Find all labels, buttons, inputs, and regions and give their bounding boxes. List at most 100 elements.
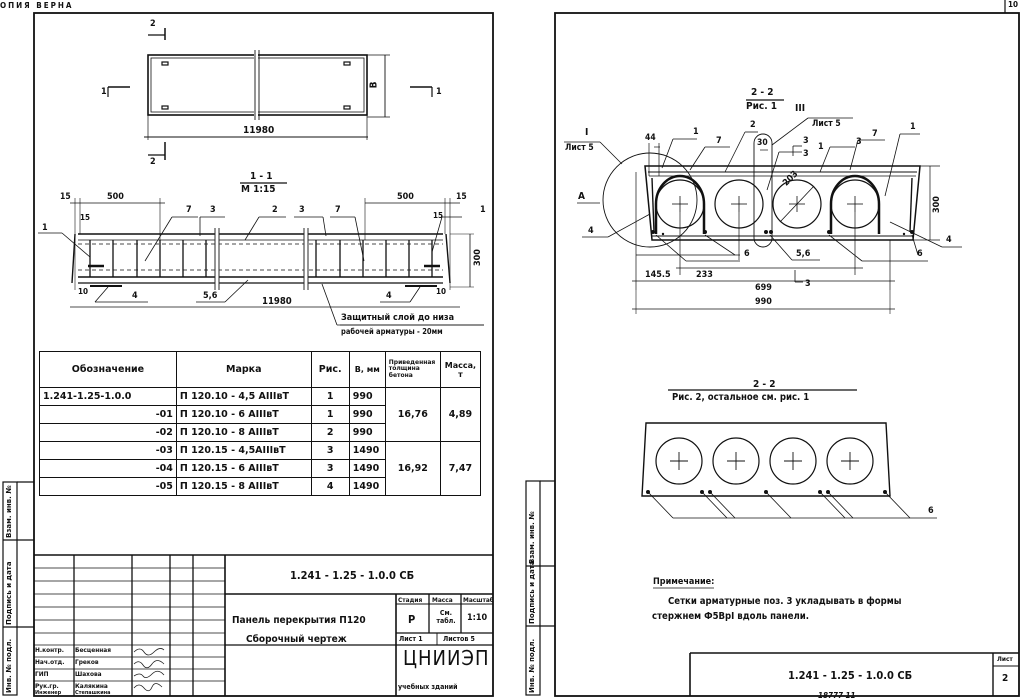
org-subtitle: учебных зданий [398, 683, 458, 691]
staff-role: Инженер [35, 690, 62, 696]
plan-section-mark-bottom: 2 [150, 157, 156, 167]
fig1-title: 2 - 2 [751, 87, 774, 98]
dim-145-5: 145.5 [645, 270, 671, 280]
header-designation: Обозначение [39, 351, 177, 388]
header-b: В, мм [348, 351, 386, 388]
header-mass: Масса, т [439, 351, 482, 388]
fig2-pos-6: 6 [928, 506, 934, 516]
pos-3-right: 3 [299, 205, 305, 215]
left-doc-code: 1.241 - 1.25 - 1.0.0 СБ [290, 569, 415, 582]
sheets-label: Листов 5 [443, 635, 475, 643]
staff-name: Греков [75, 658, 99, 666]
header-fig: Рис. [310, 351, 350, 388]
row-mark: П 120.10 - 4,5 АIIIвТ [175, 387, 312, 406]
side-label-signature-date: Подпись и дата [5, 561, 13, 625]
staff-name: Шахова [75, 670, 102, 678]
dim-10-right: 10 [436, 287, 447, 296]
plan-section-mark-left: 1 [101, 87, 107, 97]
dim-30: 30 [757, 138, 768, 148]
table-row: -05 П 120.15 - 8 АIIIвТ 4 1490 [39, 477, 481, 496]
group-mass: 7,47 [439, 441, 482, 496]
row-b: 990 [348, 387, 386, 406]
right-side-label-inv-orig: Инв. № подл. [528, 638, 536, 693]
copy-stamp: ОПИЯ ВЕРНА [0, 1, 74, 10]
fig2-section [641, 422, 937, 519]
fig1-pos-7a: 7 [716, 136, 722, 146]
pos-4-right: 4 [386, 291, 392, 301]
row-designation: -05 [39, 477, 177, 496]
dim-990: 990 [755, 297, 772, 307]
sheet-label: Лист 1 [399, 635, 423, 643]
callout-I-sheet: Лист 5 [565, 143, 594, 153]
fig1-pos-6a: 6 [744, 249, 750, 259]
right-sheet-label: Лист [997, 655, 1013, 663]
staff-role: Рук.гр. [35, 682, 59, 690]
dim-699: 699 [755, 283, 772, 293]
doc-name-line1: Панель перекрытия П120 [232, 615, 366, 626]
section-3-bottom: 3 [805, 279, 811, 289]
stage-label: Стадия [398, 596, 423, 604]
fig1-pos-1b: 1 [818, 142, 824, 152]
row-b: 990 [348, 423, 386, 442]
pos-1-right: 1 [480, 205, 486, 215]
right-doc-code: 1.241 - 1.25 - 1.0.0 СБ [788, 669, 913, 682]
row-mark: П 120.10 - 6 АIIIвТ [175, 405, 312, 424]
side-label-inv-orig: Инв. № подл. [5, 638, 13, 693]
section-1-1-scale: М 1:15 [241, 184, 276, 195]
fig1-pos-3b: 3 [856, 137, 862, 147]
row-designation: -01 [39, 405, 177, 424]
note-title: Примечание: [653, 577, 715, 587]
scale-label: Масштаб [463, 596, 494, 604]
row-designation: -02 [39, 423, 177, 442]
row-fig: 1 [310, 387, 350, 406]
fig1-section [602, 133, 921, 248]
row-mark: П 120.15 - 8 АIIIвТ [175, 477, 312, 496]
dim-15-left: 15 [60, 192, 71, 202]
callout-I: I [585, 127, 589, 138]
pos-3-left: 3 [210, 205, 216, 215]
staff-name: Бесценная [75, 646, 111, 654]
note-line1: Сетки арматурные поз. 3 укладывать в фор… [668, 596, 902, 607]
dim-15-right: 15 [456, 192, 467, 202]
fig1-pos-1a: 1 [693, 127, 699, 137]
fig1-pos-5-6: 5,6 [796, 249, 811, 259]
pos-5-6: 5,6 [203, 291, 218, 301]
dim-233: 233 [696, 270, 713, 280]
dim-500-left: 500 [107, 192, 124, 202]
view-A-label: А [578, 191, 585, 202]
table-row: -03 П 120.15 - 4,5АIIIвТ 3 1490 16,92 7,… [39, 441, 482, 496]
footer-ref: 18777 11 [818, 691, 856, 700]
right-sheet-number: 2 [1002, 673, 1009, 684]
dim-300-right: 300 [932, 196, 942, 213]
row-b: 1490 [348, 477, 386, 496]
fig1-pos-7b: 7 [872, 129, 878, 139]
plan-length-dim: 11980 [243, 125, 275, 136]
group-mass: 4,89 [439, 387, 482, 442]
table-row: 1.241-1.25-1.0.0 П 120.10 - 4,5 АIIIвТ 1… [39, 387, 482, 442]
mass-value: См. табл. [436, 609, 456, 626]
spec-table-header: Обозначение Марка Рис. В, мм Приведенная… [39, 351, 482, 388]
staff-role: Н.контр. [35, 646, 64, 654]
row-b: 1490 [348, 459, 386, 478]
right-sheet-frame [554, 12, 1020, 697]
row-designation: -04 [39, 459, 177, 478]
left-sheet-frame [33, 12, 494, 697]
row-mark: П 120.15 - 6 АIIIвТ [175, 459, 312, 478]
fig1-pos-2: 2 [750, 120, 756, 130]
right-side-label-signature-date: Подпись и дата [528, 560, 536, 624]
side-label-replaced-inv: Взам. инв. № [5, 485, 13, 538]
right-side-label-replaced-inv: Взам. инв. № [528, 511, 536, 564]
header-thickness: Приведенная толщина бетона [384, 351, 441, 388]
callout-III: III [795, 103, 806, 114]
row-designation: -03 [39, 441, 177, 460]
fig2-subtitle: Рис. 2, остальное см. рис. 1 [672, 392, 810, 403]
page-number: 10 [1008, 0, 1019, 9]
table-row: -02 П 120.10 - 8 АIIIвТ 2 990 [39, 423, 481, 442]
pos-7-left: 7 [186, 205, 192, 215]
dim-44: 44 [645, 133, 656, 143]
dim-500-right: 500 [397, 192, 414, 202]
pos-1-left: 1 [42, 223, 48, 233]
dim-11980-section: 11980 [262, 296, 292, 307]
protective-layer-note-1: Защитный слой до низа [341, 313, 455, 323]
header-mark: Марка [175, 351, 312, 388]
